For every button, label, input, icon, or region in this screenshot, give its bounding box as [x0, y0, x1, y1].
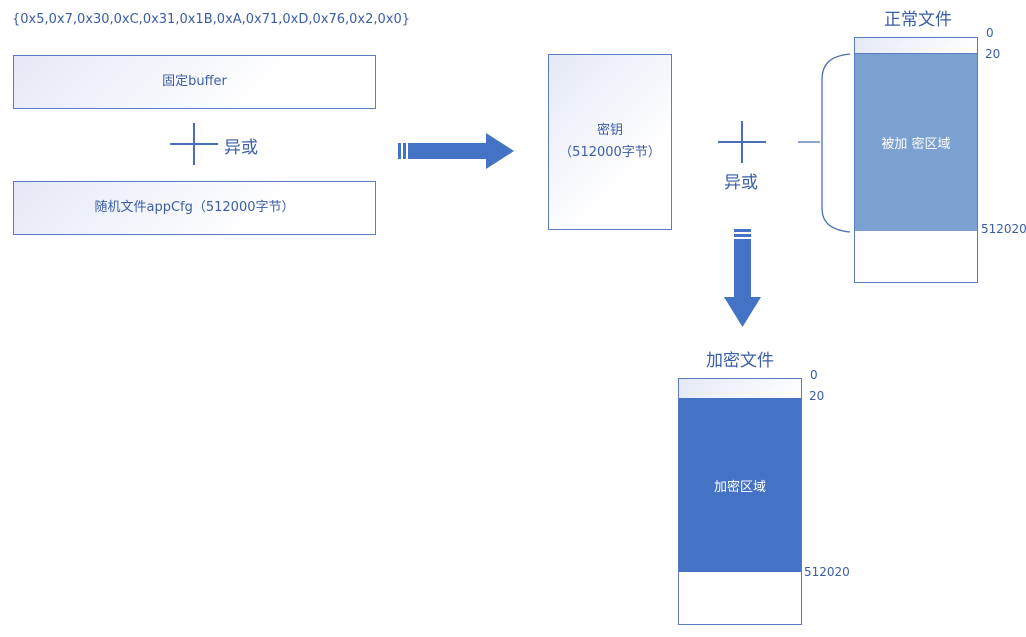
- encrypted-file-region-label: 加密区域: [713, 479, 766, 495]
- normal-offset-0: 0: [986, 26, 994, 40]
- xor-plus-icon-right: [718, 121, 766, 163]
- key-box: 密钥 （512000字节）: [548, 54, 672, 230]
- xor-right-label: 异或: [724, 173, 758, 193]
- down-arrow-icon: [724, 229, 761, 327]
- normal-file-header-segment: [855, 38, 977, 54]
- normal-file-region: 被加 密区域: [855, 54, 977, 231]
- brace-connector: [798, 53, 851, 233]
- xor-left-label: 异或: [224, 138, 258, 158]
- encrypted-file-block: 加密区域: [678, 378, 802, 625]
- encrypted-file-header-segment: [679, 379, 801, 398]
- random-file-box: 随机文件appCfg（512000字节）: [13, 181, 376, 235]
- encrypted-file-title: 加密文件: [706, 351, 774, 371]
- normal-file-block: 被加 密区域: [854, 37, 978, 283]
- normal-file-title: 正常文件: [884, 10, 952, 30]
- encrypted-offset-end: 512020: [804, 565, 850, 579]
- xor-plus-icon: [170, 123, 218, 165]
- key-size-label: （512000字节）: [559, 145, 661, 160]
- random-file-label: 随机文件appCfg（512000字节）: [94, 199, 295, 215]
- key-bytes-text: {0x5,0x7,0x30,0xC,0x31,0x1B,0xA,0x71,0xD…: [12, 12, 410, 27]
- normal-offset-end: 512020: [981, 222, 1026, 236]
- right-arrow-icon: [398, 133, 514, 169]
- key-label: 密钥: [596, 122, 623, 138]
- normal-file-region-label: 被加 密区域: [881, 137, 951, 152]
- fixed-buffer-label: 固定buffer: [162, 73, 227, 89]
- normal-offset-20: 20: [985, 47, 1001, 61]
- fixed-buffer-box: 固定buffer: [13, 55, 376, 109]
- encrypted-offset-0: 0: [810, 368, 818, 382]
- encrypted-offset-20: 20: [809, 389, 825, 403]
- encrypted-file-region: 加密区域: [679, 398, 801, 572]
